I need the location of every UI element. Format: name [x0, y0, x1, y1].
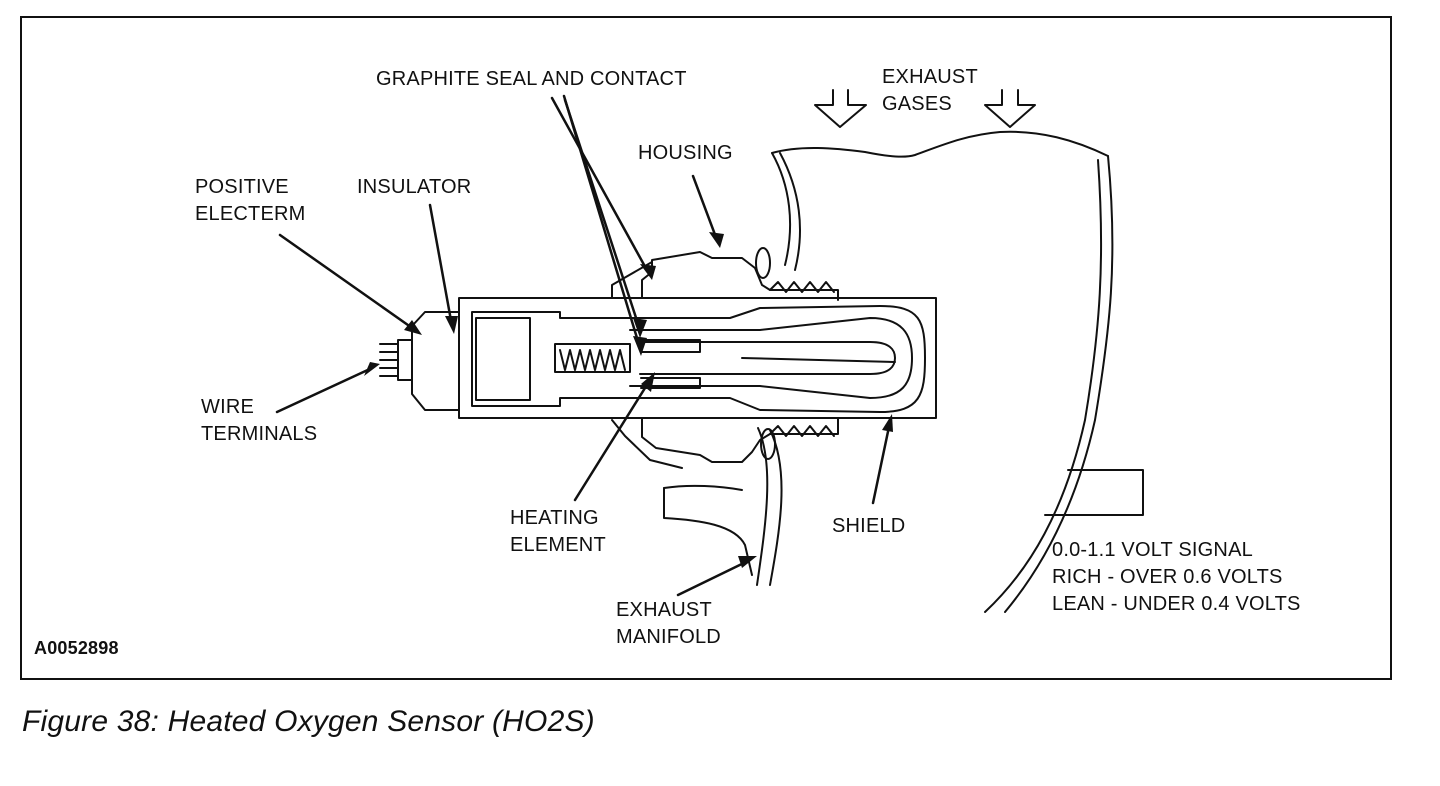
- figure-code: A0052898: [34, 638, 119, 658]
- exhaust-pipe: [663, 130, 1144, 613]
- heating-element-label-line1: HEATING: [510, 507, 599, 529]
- heating-element-label-line2: ELEMENT: [510, 534, 606, 556]
- exhaust-manifold-label-line1: EXHAUST: [616, 599, 712, 621]
- exhaust-gases-label-line2: GASES: [882, 93, 952, 115]
- positive-electerm-label-line1: POSITIVE: [195, 176, 289, 198]
- sensor-housing: [611, 247, 839, 469]
- housing-label: HOUSING: [638, 142, 733, 164]
- figure-caption: Figure 38: Heated Oxygen Sensor (HO2S): [22, 705, 595, 738]
- wire-terminals-label-line1: WIRE: [201, 396, 255, 418]
- figure-frame: [20, 16, 1392, 680]
- leader-lines: [275, 94, 892, 597]
- signal-range-text: 0.0-1.1 VOLT SIGNAL: [1052, 539, 1253, 561]
- sensor-body: [379, 297, 937, 419]
- shield-label: SHIELD: [832, 515, 906, 537]
- lean-threshold-text: LEAN - UNDER 0.4 VOLTS: [1052, 593, 1301, 615]
- leader-arrowheads: [364, 232, 893, 568]
- exhaust-gases-label-line1: EXHAUST: [882, 66, 978, 88]
- rich-threshold-text: RICH - OVER 0.6 VOLTS: [1052, 566, 1283, 588]
- graphite-seal-label: GRAPHITE SEAL AND CONTACT: [376, 68, 687, 90]
- positive-electerm-label-line2: ELECTERM: [195, 203, 306, 225]
- wire-terminals-label-line2: TERMINALS: [201, 423, 318, 445]
- insulator-label: INSULATOR: [357, 176, 472, 198]
- exhaust-manifold-label-line2: MANIFOLD: [616, 626, 721, 648]
- exhaust-arrows: [814, 89, 1036, 128]
